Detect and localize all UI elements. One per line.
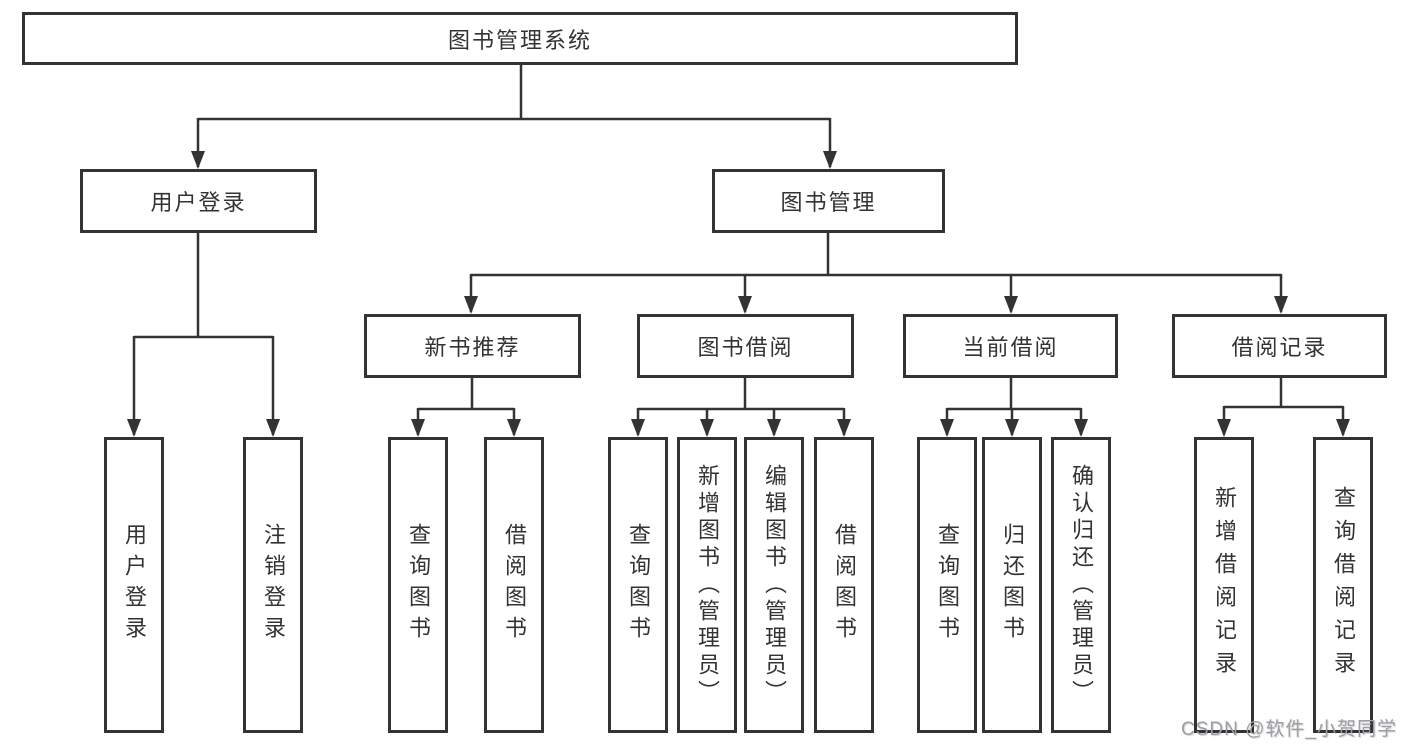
leaf-edit-books-admin: 编辑图书（管理员） bbox=[744, 437, 804, 733]
leaf-logout: 注销登录 bbox=[243, 437, 303, 733]
leaf-confirm-return-admin: 确认归还（管理员） bbox=[1051, 437, 1111, 733]
node-book-management-branch: 图书管理 bbox=[712, 169, 945, 233]
node-book-borrowing: 图书借阅 bbox=[637, 314, 854, 378]
csdn-watermark: CSDN @软件_小贺同学 bbox=[1181, 719, 1397, 740]
leaf-add-books-admin: 新增图书（管理员） bbox=[677, 437, 737, 733]
node-borrowing-records: 借阅记录 bbox=[1172, 314, 1387, 378]
leaf-query-books-current: 查询图书 bbox=[917, 437, 977, 733]
node-new-book-recommendation: 新书推荐 bbox=[364, 314, 581, 378]
node-library-management-system: 图书管理系统 bbox=[22, 12, 1018, 65]
leaf-query-books-borrowing: 查询图书 bbox=[608, 437, 668, 733]
leaf-return-books: 归还图书 bbox=[982, 437, 1042, 733]
leaf-borrow-books: 借阅图书 bbox=[814, 437, 874, 733]
leaf-query-books-recommend: 查询图书 bbox=[388, 437, 448, 733]
node-current-borrowing: 当前借阅 bbox=[903, 314, 1118, 378]
leaf-add-borrow-record: 新增借阅记录 bbox=[1194, 437, 1254, 733]
leaf-user-login: 用户登录 bbox=[104, 437, 164, 733]
leaf-borrow-books-recommend: 借阅图书 bbox=[484, 437, 544, 733]
leaf-query-borrow-record: 查询借阅记录 bbox=[1313, 437, 1373, 733]
node-user-login-branch: 用户登录 bbox=[80, 169, 317, 233]
